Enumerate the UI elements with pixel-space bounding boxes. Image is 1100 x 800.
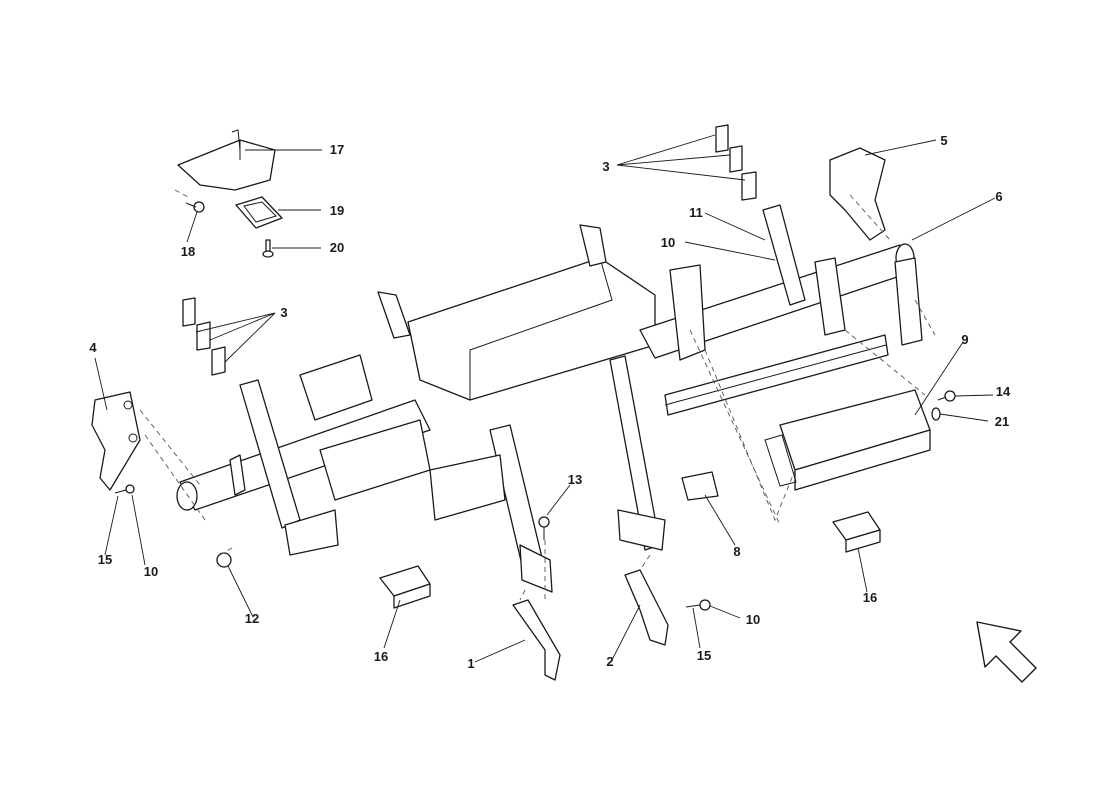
callout-15-lower: 15 (697, 648, 711, 663)
assembly-guide-lines (139, 189, 936, 601)
callout-leader-lines (94, 134, 996, 663)
callout-2: 2 (606, 654, 613, 669)
part-12-nut (216, 552, 232, 568)
part-8-bracket (681, 471, 719, 501)
callout-21: 21 (995, 414, 1009, 429)
callout-17: 17 (330, 142, 344, 157)
part-2-bracket (624, 569, 669, 646)
callout-19: 19 (330, 203, 344, 218)
callout-1: 1 (467, 656, 474, 671)
part-13-screw (538, 516, 550, 540)
callout-6: 6 (995, 189, 1002, 204)
front-direction-arrow-icon (976, 621, 1037, 683)
callout-16-left: 16 (374, 649, 388, 664)
part-21-washer (931, 407, 941, 421)
callout-12: 12 (245, 611, 259, 626)
part-3-clips-lower (182, 297, 226, 376)
part-4-bracket (91, 391, 141, 491)
callout-11: 11 (689, 205, 703, 220)
callout-4: 4 (89, 340, 97, 355)
part-1-bracket (512, 599, 561, 681)
part-20-screw (262, 239, 274, 258)
callout-3-upper: 3 (602, 159, 609, 174)
part-19-sensor (235, 196, 283, 229)
part-14-screw (937, 390, 956, 402)
cross-beam-assembly (176, 204, 923, 593)
part-18-screw (185, 201, 205, 213)
callout-10-lower: 10 (746, 612, 760, 627)
callout-3-lower: 3 (280, 305, 287, 320)
callout-5: 5 (940, 133, 947, 148)
callout-9: 9 (961, 332, 968, 347)
callout-15-left: 15 (98, 552, 112, 567)
part-5-bracket (829, 147, 886, 241)
callout-13: 13 (568, 472, 582, 487)
callout-labels: 1 2 3 3 4 5 6 8 9 10 10 10 11 12 13 14 1… (89, 133, 1011, 671)
part-3-clips-upper (715, 124, 757, 201)
callout-14: 14 (996, 384, 1011, 399)
callout-8: 8 (733, 544, 740, 559)
callout-10-upper: 10 (661, 235, 675, 250)
callout-10-left: 10 (144, 564, 158, 579)
part-15-screws (114, 484, 711, 611)
part-16-module-right (832, 511, 881, 553)
callout-20: 20 (330, 240, 344, 255)
part-16-module-left (379, 565, 431, 609)
callout-16-right: 16 (863, 590, 877, 605)
part-17-bracket (177, 129, 276, 191)
callout-18: 18 (181, 244, 195, 259)
part-9-airbag-module (764, 389, 931, 491)
